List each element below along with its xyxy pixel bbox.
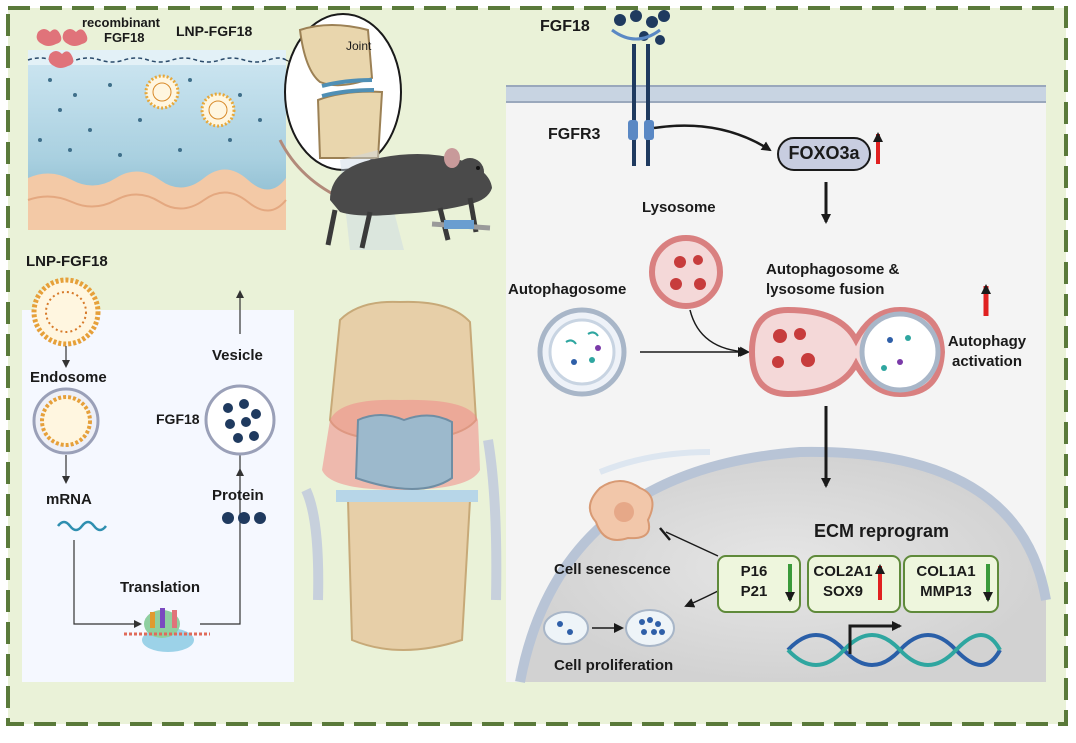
lysosome-icon xyxy=(649,235,723,309)
fusion-structure-icon xyxy=(748,306,946,398)
mouse-illustration xyxy=(278,139,492,249)
lnp-pathway xyxy=(31,277,276,652)
tibia xyxy=(346,494,472,651)
joint-bone-upper xyxy=(298,24,374,87)
petri-dish-icon xyxy=(543,611,589,645)
fusion-label-line2: lysosome fusion xyxy=(766,281,885,298)
cartilage-panel xyxy=(27,29,331,230)
foxo3a-label: FOXO3a xyxy=(788,143,860,163)
cell-membrane xyxy=(506,86,1046,102)
lysosome-label: Lysosome xyxy=(642,199,716,216)
autophagosome-icon xyxy=(537,307,627,397)
protein-icon xyxy=(222,512,266,524)
fgfr3-label: FGFR3 xyxy=(548,126,601,143)
joint-label: Joint xyxy=(346,39,372,53)
lnp-fgf18-top-label: LNP-FGF18 xyxy=(176,23,253,39)
joint-magnifier xyxy=(284,13,404,250)
autophagy-activation-line1: Autophagy xyxy=(947,333,1027,350)
fgfr3-receptor xyxy=(628,44,654,166)
vesicle-label: Vesicle xyxy=(212,347,263,364)
p16-label: P16 xyxy=(740,563,768,580)
ecm-reprogram-label: ECM reprogram xyxy=(814,521,950,541)
petri-dish-proliferated-icon xyxy=(625,609,675,647)
fusion-label-line1: Autophagosome & xyxy=(766,261,900,278)
vesicle-icon xyxy=(204,384,276,456)
lnp-fgf18-large-icon xyxy=(31,277,101,347)
endosome-icon xyxy=(32,387,100,455)
protein-label: Protein xyxy=(212,487,264,504)
cell-proliferation-label: Cell proliferation xyxy=(554,657,674,674)
recombinant-fgf18-label: FGF18 xyxy=(104,30,145,45)
autophagosome-label: Autophagosome xyxy=(508,281,627,298)
cell-senescence-label: Cell senescence xyxy=(554,561,671,578)
joint-bone-lower xyxy=(316,90,384,159)
fgf18-label: FGF18 xyxy=(540,18,590,35)
col1a1-label: COL1A1 xyxy=(916,563,976,580)
ribosome-icon xyxy=(124,608,210,652)
p21-label: P21 xyxy=(740,583,768,600)
foxo3a-node xyxy=(777,137,871,171)
expression-box-p16 xyxy=(717,555,801,613)
cartilage-surface xyxy=(28,50,286,65)
translation-label: Translation xyxy=(120,579,201,596)
fgf18-ligand-icon xyxy=(614,10,670,45)
vesicle-fgf18-label: FGF18 xyxy=(156,411,200,427)
mouse-body xyxy=(330,154,492,216)
dna-icon xyxy=(786,621,1002,667)
mmp13-label: MMP13 xyxy=(920,583,972,600)
autophagy-activation-line2: activation xyxy=(951,353,1023,370)
expression-box-col1a1 xyxy=(903,555,999,613)
knee-illustration xyxy=(301,300,502,651)
endosome-label: Endosome xyxy=(30,369,107,386)
lnp-particle-icon xyxy=(144,74,180,110)
recombinant-fgf18-icon xyxy=(36,29,62,46)
recombinant-label: recombinant xyxy=(82,15,161,30)
mrna-label: mRNA xyxy=(46,491,92,508)
mrna-icon xyxy=(57,520,107,532)
lnp-fgf18-label: LNP-FGF18 xyxy=(26,253,108,270)
col2a1-label: COL2A1 xyxy=(813,563,873,580)
sox9-label: SOX9 xyxy=(822,583,864,600)
